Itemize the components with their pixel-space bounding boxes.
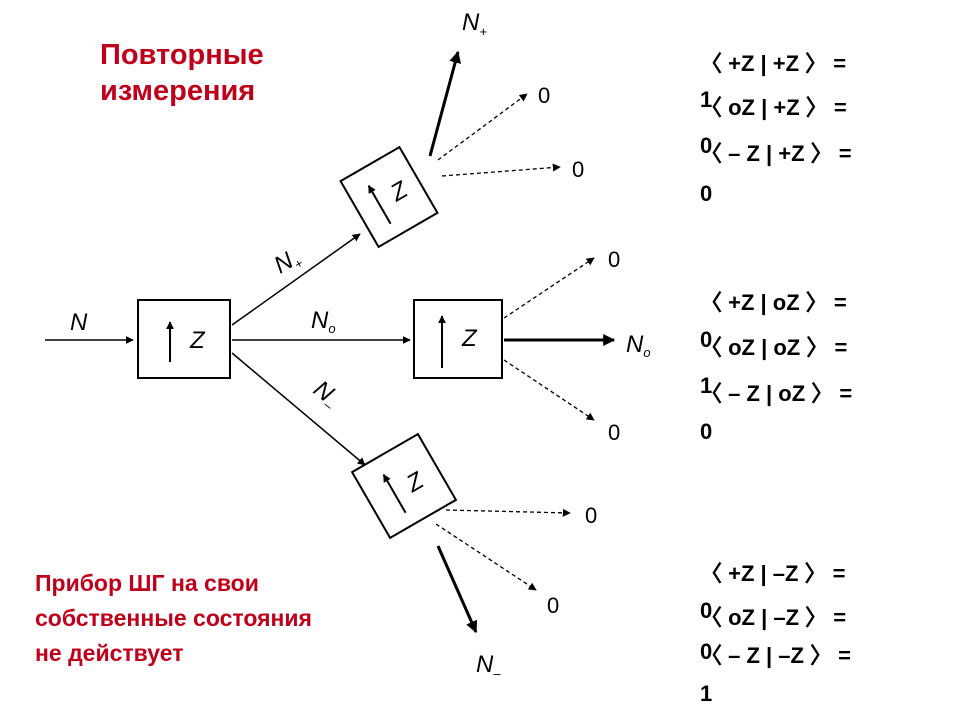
equation-lhs: 〈 +Z | –Z 〉 = [700,561,846,586]
plus-output-strong-arrow [428,50,461,157]
equation-plus-3-rhs: 0 [700,174,925,214]
minus-output-zero-lower: 0 [547,593,559,618]
minus-output-dashed-lower [435,523,537,591]
svg-text:Z: Z [189,327,206,354]
zero-output-strong-label: No [626,331,651,360]
equation-lhs: 〈 +Z | +Z 〉 = [700,51,847,76]
equation-plus-2-rhs: 0 [700,126,925,166]
minus-branch-label: N– [307,375,345,413]
equation-rhs: 1 [700,681,713,706]
zero-output-dashed-lower [503,359,595,421]
svg-text:N–: N– [307,375,345,413]
equation-zero-3-rhs: 0 [700,412,925,452]
equation-lhs: 〈 – Z | +Z 〉 = [700,141,852,166]
equation-plus-1: 〈 +Z | +Z 〉 = [700,42,925,86]
equation-rhs: 1 [700,87,713,112]
plus-output-zero-upper: 0 [538,83,550,108]
equation-minus-1: 〈 +Z | –Z 〉 = [700,552,925,596]
analyzer-box-minus: Z [350,432,458,540]
zero-output-dashed-upper [503,257,595,319]
equation-zero-2: 〈 oZ | oZ 〉 = [700,326,925,370]
svg-text:Z: Z [461,325,478,352]
equation-plus-1-rhs: 1 [700,80,925,120]
equation-plus-3: 〈 – Z | +Z 〉 = [700,132,925,176]
title-top-line2: измерения [100,75,256,107]
equation-minus-3-rhs: 1 [700,674,925,714]
zero-output-zero-upper: 0 [608,247,620,272]
minus-output-dashed-upper [445,508,571,517]
plus-output-dashed-lower [441,163,561,177]
plus-output-dashed-upper [437,93,528,161]
equation-zero-3: 〈 – Z | oZ 〉 = [700,372,925,416]
equation-rhs: 0 [700,133,713,158]
equation-plus-2: 〈 oZ | +Z 〉 = [700,86,925,130]
equation-rhs: 0 [700,327,713,352]
equation-rhs: 0 [700,598,713,623]
plus-output-strong-label: N+ [462,9,487,39]
equation-zero-2-rhs: 1 [700,366,925,406]
equation-lhs: 〈 oZ | oZ 〉 = [700,335,848,360]
equation-zero-1-rhs: 0 [700,320,925,360]
minus-output-strong-label: N– [476,651,501,681]
equation-lhs: 〈 oZ | +Z 〉 = [700,95,847,120]
equation-rhs: 1 [700,373,713,398]
equation-minus-2-rhs: 0 [700,632,925,672]
svg-text:N+: N+ [270,243,306,281]
zero-output-zero-lower: 0 [608,420,620,445]
equation-minus-1-rhs: 0 [700,591,925,631]
equation-minus-2: 〈 oZ | –Z 〉 = [700,596,925,640]
analyzer-box-main: Z [137,299,231,379]
title-device-note: Прибор ШГ на свои собственные состояния … [35,566,435,671]
plus-branch-label: N+ [270,243,306,281]
equation-rhs: 0 [700,181,713,206]
minus-output-strong-arrow [436,545,478,634]
title-top-line1: Повторные [100,39,264,71]
equation-lhs: 〈 – Z | –Z 〉 = [700,643,852,668]
analyzer-box-zero: Z [413,299,503,379]
minus-output-zero-upper: 0 [585,503,597,528]
title-bottom-line2: собственные состояния [35,605,312,631]
equation-lhs: 〈 – Z | oZ 〉 = [700,381,853,406]
zero-branch-label: No [311,307,336,336]
analyzer-box-plus: Z [339,145,439,249]
input-beam-label: N [70,309,88,336]
title-repeated-measurements: Повторные измерения [100,37,360,109]
equation-minus-3: 〈 – Z | –Z 〉 = [700,634,925,678]
svg-text:No: No [311,307,336,336]
equation-lhs: 〈 oZ | –Z 〉 = [700,605,847,630]
plus-branch-arrow [231,233,361,326]
equation-zero-1: 〈 +Z | oZ 〉 = [700,281,925,325]
minus-branch-arrow [231,352,366,466]
title-bottom-line1: Прибор ШГ на свои [35,570,259,596]
equation-rhs: 0 [700,419,713,444]
equation-rhs: 0 [700,639,713,664]
equation-lhs: 〈 +Z | oZ 〉 = [700,290,847,315]
title-bottom-line3: не действует [35,640,184,666]
plus-output-zero-lower: 0 [572,157,584,182]
